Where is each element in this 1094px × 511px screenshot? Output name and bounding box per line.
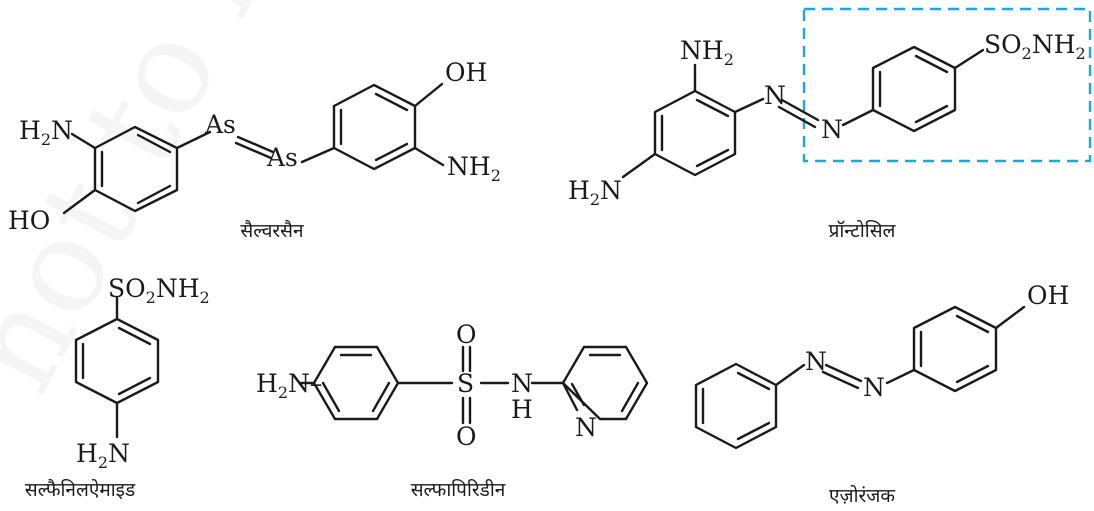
- atom-h2n-b: H2N: [76, 439, 130, 472]
- atom-nh2-top: NH2: [680, 36, 734, 69]
- atom-n-azo-1: N: [805, 347, 827, 376]
- watermark-text: not to be: [0, 0, 343, 415]
- caption-sulphapyridine: सल्फापिरिडीन: [411, 478, 506, 501]
- atom-nh2-left: H2N: [19, 116, 73, 149]
- prontosil-right-ring: [871, 45, 957, 133]
- atom-as-1: As: [204, 110, 236, 139]
- atom-n-2: N: [821, 115, 843, 144]
- atom-n-azo-2: N: [863, 373, 885, 402]
- atom-so2nh2-b: SO2NH2: [108, 274, 210, 307]
- watermark: not to be: [0, 0, 343, 415]
- atom-h2n: H2N: [568, 176, 622, 209]
- atom-oh: OH: [445, 58, 487, 87]
- azo-phenyl-ring: [694, 362, 778, 450]
- atom-ho: HO: [8, 206, 50, 235]
- atom-as-2: As: [266, 143, 298, 172]
- highlight-box: [802, 7, 1092, 163]
- sulphapyridine-benzene: [312, 345, 400, 421]
- caption-salvarsan: सैल्वरसैन: [240, 219, 304, 242]
- atom-n-1: N: [764, 81, 786, 110]
- atom-h2n-c: H2N–: [256, 369, 322, 402]
- atom-s: S: [457, 369, 474, 398]
- sulphapyridine-structure: H2N– S O O N H N: [256, 320, 649, 451]
- sulphapyridine-pyridine: [561, 345, 649, 421]
- atom-o-top: O: [456, 320, 477, 349]
- prontosil-left-ring: [653, 89, 737, 177]
- atom-n-pyridine: N: [575, 413, 597, 442]
- salvarsan-right-ring: [332, 83, 417, 171]
- atom-h-amide: H: [511, 395, 533, 424]
- sulphanilamide-structure: SO2NH2 H2N: [74, 274, 210, 472]
- atom-nh2-right: NH2: [447, 152, 501, 185]
- caption-azo-dye: एज़ोरंजक: [829, 484, 895, 507]
- azo-dye-structure: N N OH: [694, 281, 1069, 450]
- prontosil-structure: NH2 H2N N N SO2NH2: [568, 7, 1092, 209]
- atom-n-amide: N: [511, 369, 533, 398]
- azo-phenol-ring: [912, 305, 998, 393]
- atom-oh-azo: OH: [1027, 281, 1069, 310]
- caption-prontosil: प्रॉन्टोसिल: [829, 219, 897, 242]
- atom-o-bottom: O: [456, 422, 477, 451]
- caption-sulphanilamide: सल्फैनिलऐमाइड: [25, 478, 136, 501]
- atom-so2nh2: SO2NH2: [984, 30, 1086, 63]
- salvarsan-structure: H2N HO As As OH NH2: [8, 58, 501, 235]
